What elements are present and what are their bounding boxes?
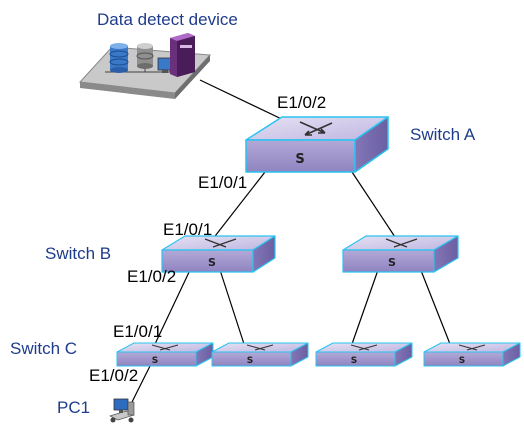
switch-c4-icon: S <box>424 343 520 366</box>
switch-c-icon: S <box>117 343 213 366</box>
switch-b-icon: S <box>162 236 275 272</box>
svg-text:S: S <box>295 152 304 167</box>
data-detect-device-icon <box>80 33 210 99</box>
switch-c3-icon: S <box>316 343 412 366</box>
switch-b-port-down: E1/0/2 <box>127 267 176 286</box>
pc1-label: PC1 <box>57 398 90 417</box>
switch-a-icon: S <box>246 117 388 172</box>
svg-text:S: S <box>152 356 158 366</box>
svg-text:S: S <box>208 256 216 269</box>
database-icon <box>137 43 153 69</box>
switch-c-port-down: E1/0/2 <box>89 366 138 385</box>
link-switch-a-switch-right <box>352 172 395 237</box>
switch-b-label: Switch B <box>45 244 111 263</box>
svg-text:S: S <box>459 356 465 366</box>
svg-text:S: S <box>351 356 357 366</box>
switch-c-port-up: E1/0/1 <box>113 322 162 341</box>
switch-b-port-up: E1/0/1 <box>163 220 212 239</box>
svg-text:S: S <box>247 356 253 366</box>
data-detect-device-label: Data detect device <box>97 10 238 29</box>
switch-a-port-down: E1/0/1 <box>198 173 247 192</box>
svg-text:S: S <box>388 256 396 269</box>
link-switch-b-switch-c2 <box>220 270 244 344</box>
server-icon <box>170 33 195 77</box>
switch-a-label: Switch A <box>410 125 476 144</box>
switch-right-icon: S <box>343 236 458 272</box>
link-switch-right-switch-c3 <box>352 270 378 344</box>
switch-c-label: Switch C <box>10 339 77 358</box>
pc-icon <box>110 399 134 423</box>
link-switch-right-switch-c4 <box>420 268 450 344</box>
switch-c2-icon: S <box>212 343 308 366</box>
storage-icon <box>110 43 128 73</box>
switch-a-port-up: E1/0/2 <box>277 93 326 112</box>
